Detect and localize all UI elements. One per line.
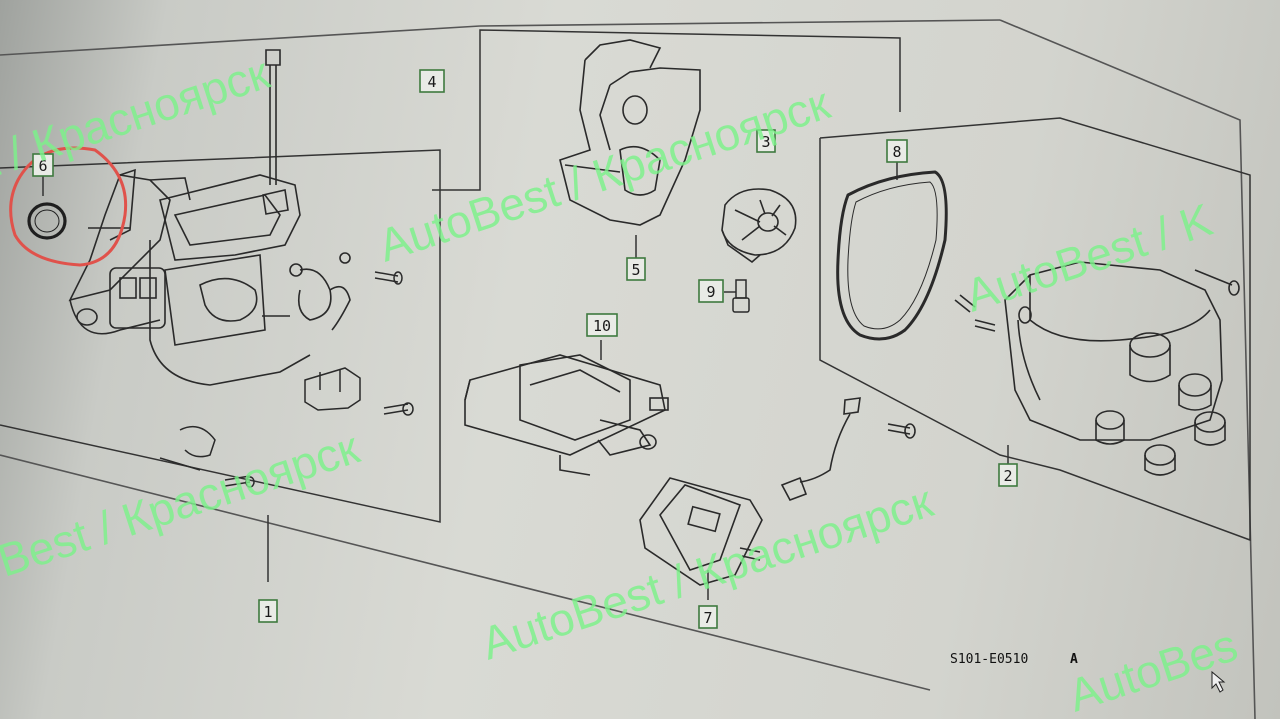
svg-text:7: 7	[703, 609, 712, 627]
callouts: 1 2 3 4 5 6 7 8	[32, 69, 1018, 629]
svg-text:A: A	[1070, 652, 1078, 667]
svg-text:8: 8	[892, 143, 901, 161]
svg-text:4: 4	[427, 73, 436, 91]
callout-3: 3	[756, 129, 776, 153]
coil-10-drawing	[464, 354, 669, 476]
watermark-1: t / Красноярск	[0, 46, 276, 187]
gasket-8-drawing	[836, 170, 948, 341]
module-7-drawing	[639, 477, 763, 586]
svg-text:3: 3	[761, 133, 770, 151]
callout-2: 2	[998, 463, 1018, 487]
watermark-3: AutoBest / K	[959, 193, 1219, 322]
drawing-code: S101-E0510 A	[950, 652, 1226, 693]
red-highlight-circle	[9, 146, 128, 267]
watermark-4: oBest / Красноярск	[0, 421, 366, 595]
group-frames	[0, 29, 1251, 600]
callout-1: 1	[258, 599, 278, 623]
callout-10: 10	[586, 313, 618, 337]
watermark-5: AutoBest / Красноярск	[475, 474, 939, 669]
o-ring-6-drawing	[27, 202, 67, 240]
watermarks: t / Красноярск AutoBest / Красноярск Aut…	[0, 46, 1243, 719]
cover-5-drawing	[559, 39, 701, 226]
mouse-cursor-icon	[1211, 670, 1226, 693]
callout-9: 9	[698, 279, 724, 303]
svg-text:2: 2	[1003, 467, 1012, 485]
callout-4: 4	[419, 69, 445, 93]
svg-text:10: 10	[593, 317, 611, 335]
svg-text:5: 5	[631, 261, 640, 279]
page-border	[0, 19, 1256, 719]
watermark-6: AutoBes	[1062, 618, 1243, 719]
cap-2-drawing	[954, 261, 1240, 476]
callout-8: 8	[886, 139, 908, 163]
callout-6: 6	[32, 153, 54, 177]
rotor-3-drawing	[721, 188, 797, 264]
watermark-2: AutoBest / Красноярск	[372, 76, 836, 271]
callout-7: 7	[698, 605, 718, 629]
svg-text:6: 6	[38, 157, 47, 175]
svg-text:S101-E0510: S101-E0510	[950, 652, 1028, 667]
callout-5: 5	[626, 257, 646, 281]
screw-9-drawing	[732, 279, 750, 313]
group-1-small-parts	[159, 271, 414, 488]
lead-wire-drawing	[780, 397, 916, 501]
svg-text:9: 9	[706, 283, 715, 301]
svg-text:1: 1	[263, 603, 272, 621]
